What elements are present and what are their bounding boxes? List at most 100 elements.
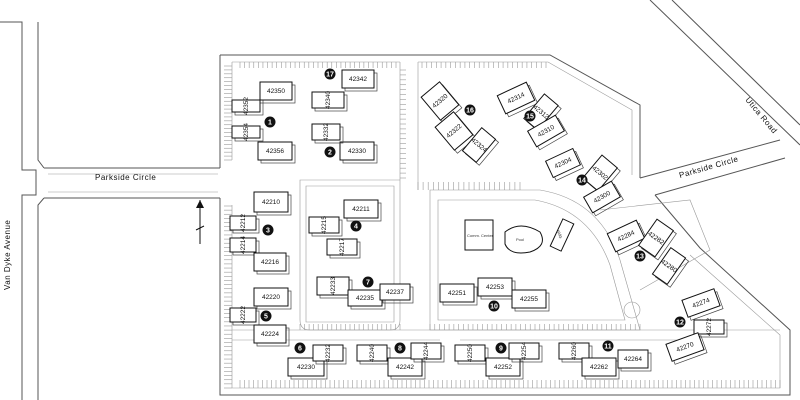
- unit-42302[interactable]: 42302: [581, 154, 621, 195]
- unit-42237[interactable]: 42237: [379, 283, 414, 304]
- unit-label: 42233: [330, 277, 337, 295]
- unit-42272[interactable]: 42272: [693, 318, 728, 338]
- unit-label: 42272: [706, 318, 713, 336]
- unit-label: 42356: [266, 148, 284, 155]
- unit-42304[interactable]: 42304: [544, 147, 584, 181]
- building-number-marker: [394, 342, 406, 354]
- unit-42214[interactable]: 42214: [229, 236, 260, 256]
- unit-42260[interactable]: 42260: [558, 342, 593, 363]
- unit-42215[interactable]: 42215: [308, 216, 343, 237]
- north-arrow-icon: [195, 200, 205, 244]
- van-dyke-avenue: Van Dyke Avenue: [0, 21, 45, 400]
- unit-label: 42340: [325, 91, 332, 109]
- unit-42310[interactable]: 42310: [526, 114, 568, 151]
- unit-42352[interactable]: 42352: [231, 97, 264, 116]
- unit-label: 42354: [243, 123, 250, 141]
- unit-42217[interactable]: 42217: [326, 238, 361, 259]
- unit-42254[interactable]: 42254: [508, 342, 543, 363]
- unit-42350[interactable]: 42350: [259, 81, 296, 104]
- unit-42320[interactable]: 42320: [420, 81, 463, 124]
- unit-42251[interactable]: 42251: [439, 283, 478, 306]
- unit-42354[interactable]: 42354: [231, 123, 264, 142]
- unit-42235[interactable]: 42235: [347, 289, 386, 310]
- building-number-marker: [350, 220, 362, 232]
- building-number-label: 17: [326, 72, 334, 79]
- unit-42210[interactable]: 42210: [253, 191, 292, 216]
- unit-42280[interactable]: 42280: [651, 247, 690, 288]
- pool-label: Pool: [516, 237, 524, 242]
- building-2[interactable]: 42330 42332 2: [311, 123, 378, 164]
- building-number-marker: [576, 174, 588, 186]
- unit-42274[interactable]: 42274: [681, 288, 724, 321]
- unit-42244[interactable]: 42244: [410, 342, 445, 363]
- unit-42270[interactable]: 42270: [665, 332, 708, 365]
- unit-42216[interactable]: 42216: [253, 252, 290, 275]
- unit-label: 42240: [369, 344, 376, 362]
- building-17[interactable]: 42342 42340 17: [311, 68, 378, 112]
- unit-label: 42253: [486, 284, 504, 291]
- unit-label: 42251: [448, 290, 466, 297]
- unit-42232[interactable]: 42232: [312, 344, 347, 365]
- unit-42220[interactable]: 42220: [253, 287, 292, 310]
- unit-label: 42222: [240, 306, 247, 324]
- unit-label: 42212: [240, 214, 247, 232]
- unit-42224[interactable]: 42224: [253, 324, 290, 347]
- unit-42222[interactable]: 42222: [229, 306, 260, 326]
- unit-label: 42230: [297, 364, 315, 371]
- unit-42324[interactable]: 42324: [461, 127, 500, 166]
- unit-42322[interactable]: 42322: [434, 111, 477, 154]
- building-number-label: 3: [266, 228, 270, 235]
- unit-42242[interactable]: 42242: [387, 357, 426, 380]
- parkside-circle-west-label: Parkside Circle: [95, 173, 156, 182]
- unit-label: 42252: [494, 364, 512, 371]
- van-dyke-avenue-label: Van Dyke Avenue: [3, 220, 12, 290]
- unit-42282[interactable]: 42282: [637, 218, 677, 261]
- unit-42230[interactable]: 42230: [287, 357, 328, 380]
- unit-42240[interactable]: 42240: [356, 344, 391, 365]
- unit-label: 42210: [262, 199, 280, 206]
- unit-label: 42216: [261, 259, 279, 266]
- unit-42262[interactable]: 42262: [581, 357, 620, 380]
- unit-42330[interactable]: 42330: [339, 141, 378, 164]
- building-number-label: 13: [636, 254, 644, 261]
- unit-42211[interactable]: 42211: [343, 199, 382, 222]
- building-number-marker: [602, 340, 614, 352]
- unit-42250[interactable]: 42250: [454, 344, 489, 365]
- unit-42252[interactable]: 42252: [485, 357, 524, 380]
- unit-42253[interactable]: 42253: [477, 277, 516, 300]
- unit-42284[interactable]: 42284: [606, 219, 649, 256]
- unit-42264[interactable]: 42264: [617, 349, 652, 372]
- unit-42342[interactable]: 42342: [341, 69, 378, 92]
- unit-label: 42235: [356, 295, 374, 302]
- unit-42212[interactable]: 42212: [229, 214, 260, 234]
- community-center: Comm. Center Pool Bldg.: [464, 218, 575, 254]
- unit-42332[interactable]: 42332: [311, 123, 344, 144]
- unit-42233[interactable]: 42233: [316, 276, 353, 299]
- building-number-label: 4: [354, 224, 358, 231]
- unit-42340[interactable]: 42340: [311, 91, 348, 112]
- unit-42356[interactable]: 42356: [257, 141, 296, 164]
- building-number-label: 2: [328, 150, 332, 157]
- unit-label: 42342: [349, 76, 367, 83]
- unit-42314[interactable]: 42314: [496, 81, 539, 118]
- unit-label: 42262: [590, 364, 608, 371]
- unit-label: 42332: [323, 123, 330, 141]
- unit-42300[interactable]: 42300: [582, 180, 624, 217]
- unit-42255[interactable]: 42255: [511, 289, 550, 312]
- building-number-label: 6: [298, 346, 302, 353]
